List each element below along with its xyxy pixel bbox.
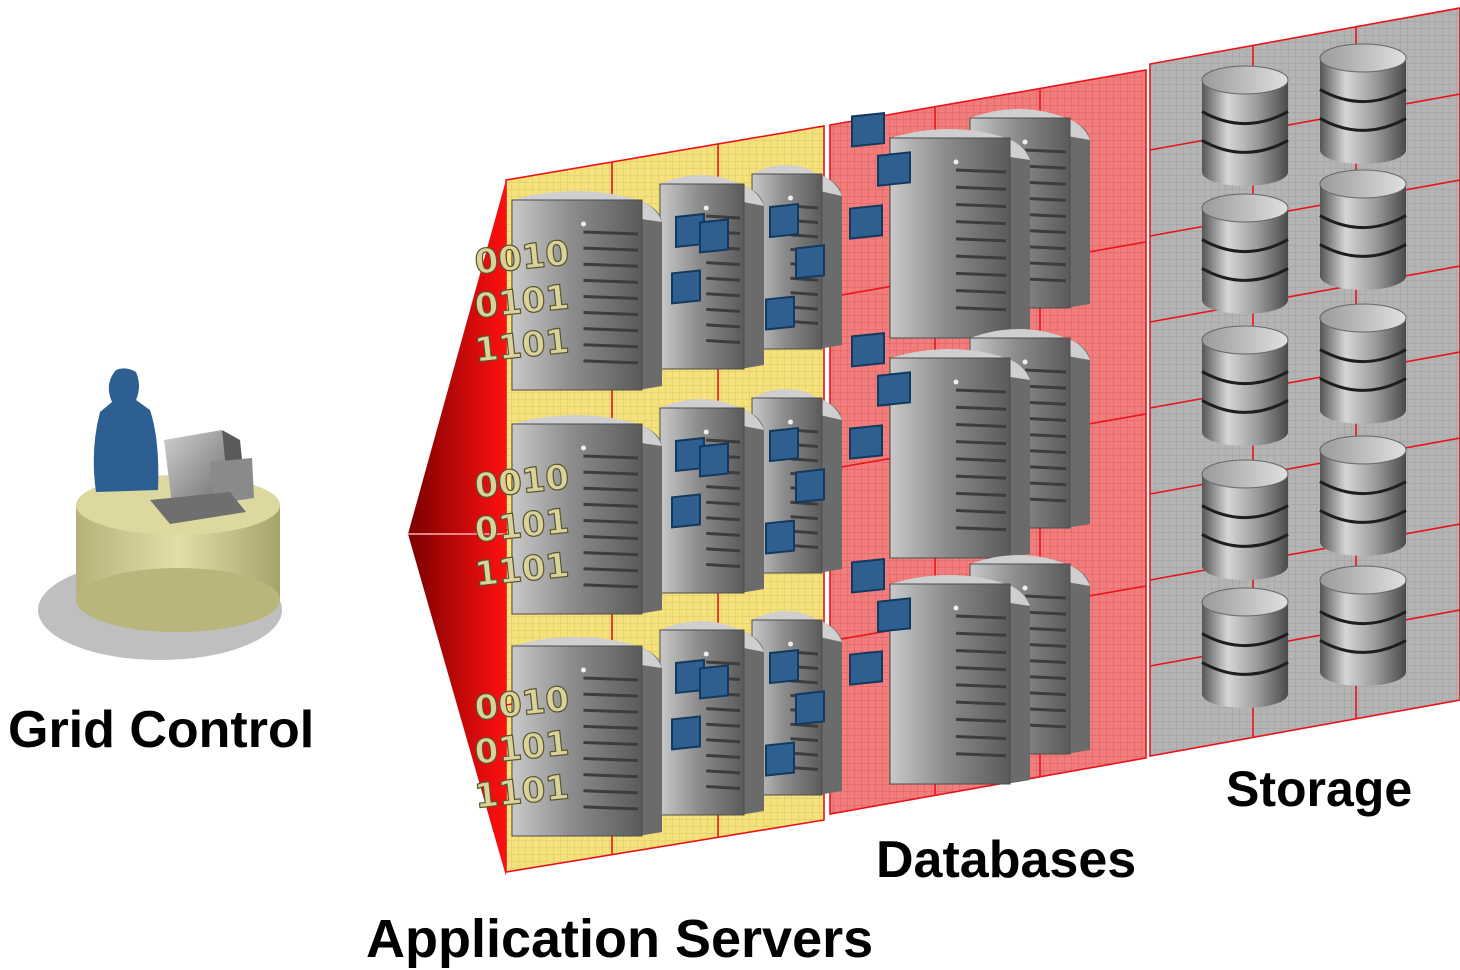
server-tower-icon [889, 129, 1030, 339]
blue-module-icon [765, 295, 795, 331]
blue-module-icon [769, 203, 799, 239]
blue-module-icon [795, 244, 825, 280]
blue-module-icon [671, 269, 701, 305]
blue-module-icon [851, 557, 885, 594]
blue-module-icon [699, 218, 729, 254]
blue-module-icon [769, 427, 799, 463]
svg-text:0101: 0101 [473, 501, 571, 551]
grid-control-label: Grid Control [8, 701, 315, 759]
blue-module-icon [769, 649, 799, 685]
disk-cylinder-icon [1319, 303, 1407, 424]
blue-module-icon [699, 664, 729, 700]
blue-module-icon [877, 597, 911, 633]
blue-module-icon [877, 371, 911, 407]
disk-cylinder-icon [1319, 435, 1407, 556]
blue-module-icon [795, 468, 825, 504]
blue-module-icon [671, 715, 701, 751]
disk-cylinder-icon [1201, 193, 1289, 314]
server-tower-icon [659, 399, 764, 594]
blue-module-icon [849, 650, 883, 686]
blue-module-icon [765, 741, 795, 777]
storage-label: Storage [1226, 761, 1413, 817]
blue-module-icon [849, 204, 883, 240]
blue-module-icon [795, 690, 825, 726]
server-tower-icon [511, 637, 662, 837]
connection-wedge [408, 180, 506, 876]
blue-module-icon [765, 519, 795, 555]
disk-cylinder-icon [1201, 65, 1289, 186]
disk-cylinder-icon [1201, 325, 1289, 446]
disk-cylinder-icon [1319, 565, 1407, 686]
storage-disks-group [1201, 43, 1407, 708]
storage-panel [1149, 7, 1460, 757]
blue-module-icon [851, 111, 885, 148]
disk-cylinder-icon [1201, 459, 1289, 580]
blue-module-icon [877, 151, 911, 187]
blue-module-icon [849, 424, 883, 460]
application-servers-label: Application Servers [366, 909, 874, 969]
disk-cylinder-icon [1201, 587, 1289, 708]
person-at-console-icon [38, 368, 282, 660]
server-tower-icon [511, 415, 662, 615]
disk-cylinder-icon [1319, 43, 1407, 164]
disk-cylinder-icon [1319, 169, 1407, 290]
databases-label: Databases [876, 831, 1137, 889]
blue-module-icon [851, 331, 885, 368]
db-servers-group [849, 109, 1090, 785]
svg-text:1101: 1101 [473, 767, 571, 817]
blue-module-icon [699, 442, 729, 478]
server-tower-icon [889, 349, 1030, 559]
blue-module-icon [671, 493, 701, 529]
svg-text:0101: 0101 [473, 723, 571, 773]
server-tower-icon [511, 191, 662, 391]
svg-text:0010: 0010 [473, 233, 571, 283]
